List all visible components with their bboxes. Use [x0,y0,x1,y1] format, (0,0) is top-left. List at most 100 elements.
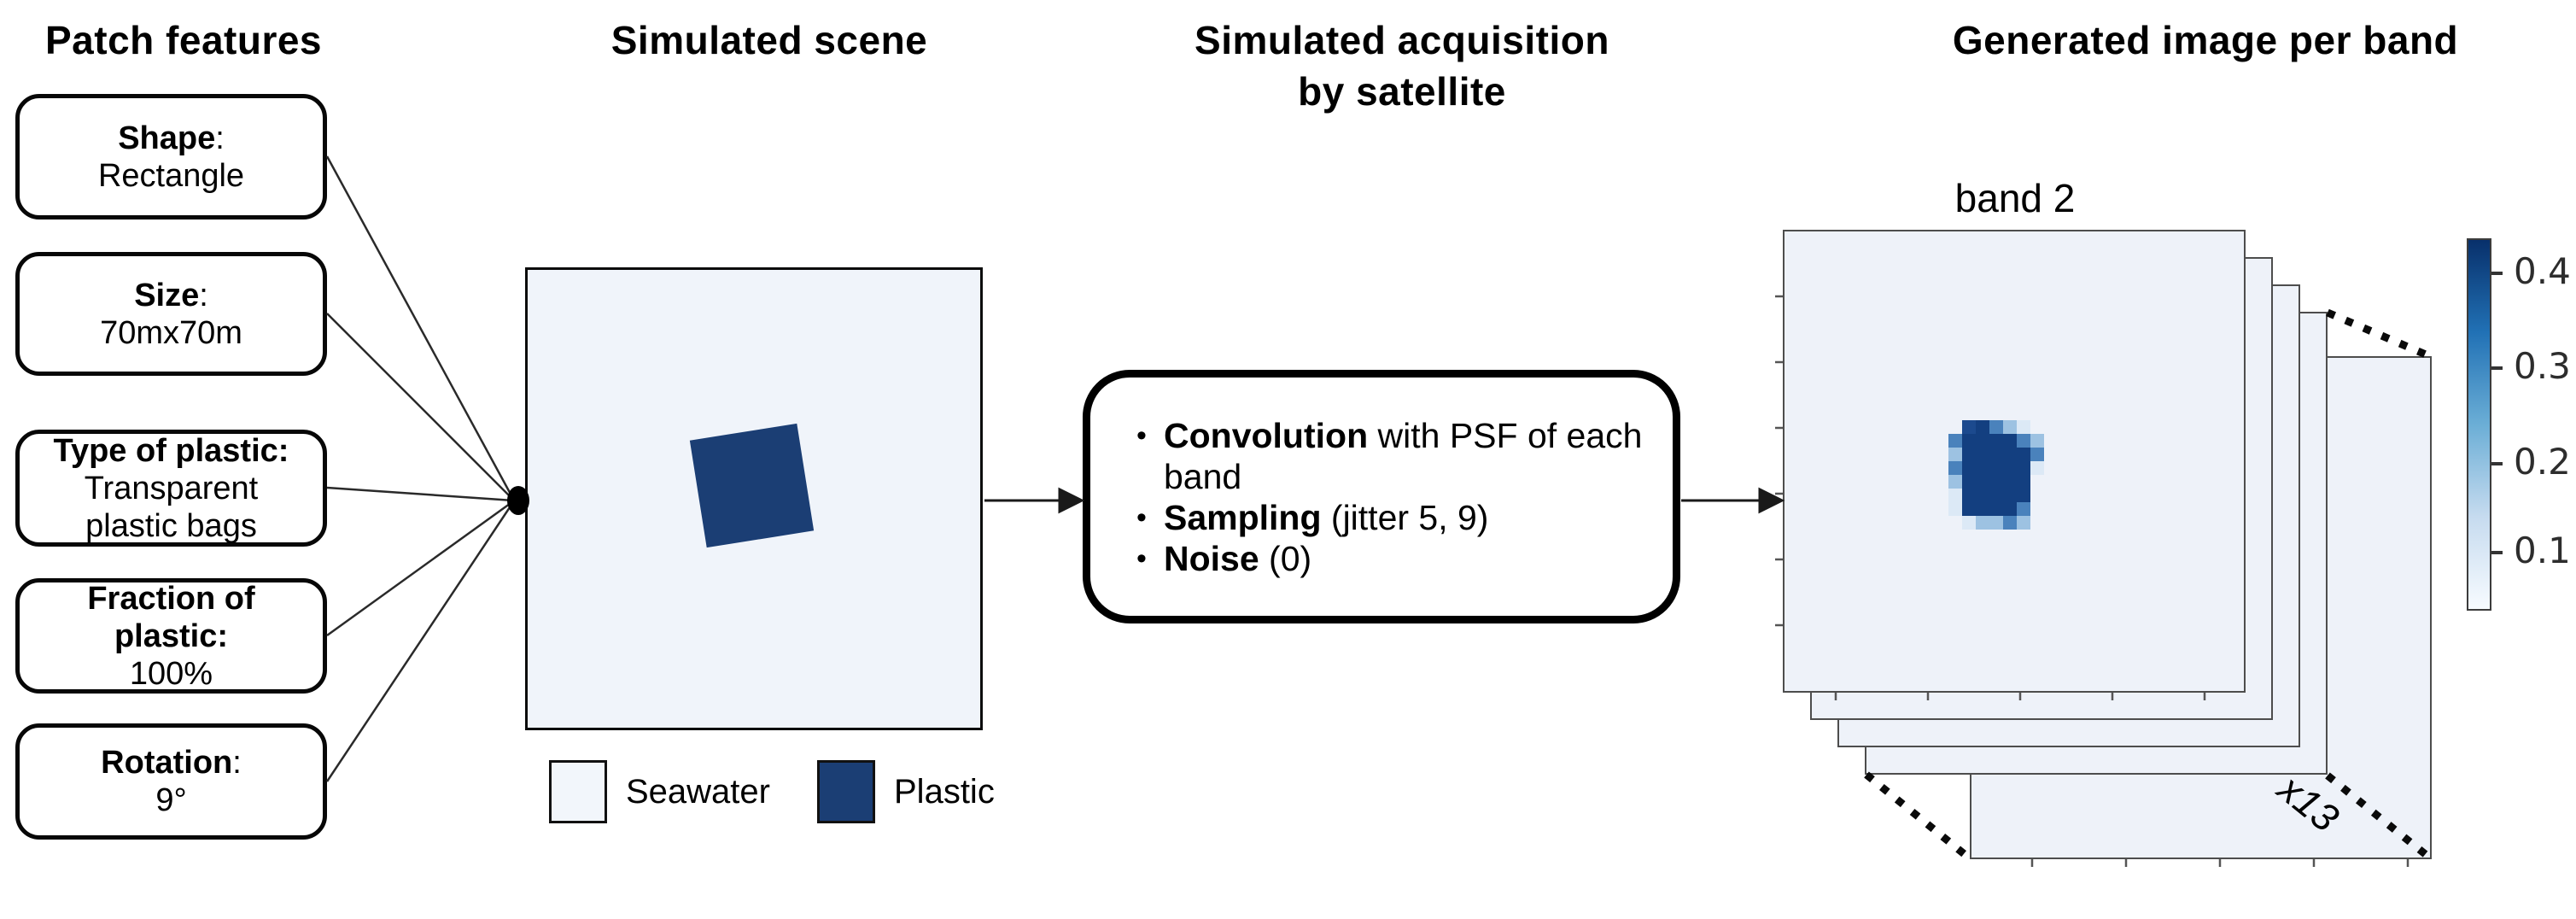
feature-value: 70mx70m [100,314,242,351]
heatmap-cell [1962,502,1976,516]
band2-heatmap-blob [1948,420,2044,530]
colorbar-tick-mark [2491,551,2503,554]
heatmap-cell [2003,448,2017,461]
heatmap-cell [2017,420,2030,434]
heatmap-cell [1976,461,1989,475]
heatmap-cell [1989,420,2003,434]
legend-label: Seawater [626,772,770,811]
heatmap-cell [2030,434,2044,448]
patch-feature-box-4: Fraction of plastic:100% [15,578,327,694]
patch-feature-box-5: Rotation:9° [15,723,327,840]
patch-features-title: Patch features [44,18,323,62]
heatmap-cell [1948,434,1962,448]
heatmap-cell [1962,448,1976,461]
colorbar-tick-mark [2491,272,2503,275]
feature-value: 9° [155,782,187,818]
heatmap-cell [1962,461,1976,475]
heatmap-cell [2030,475,2044,489]
feature-label: Fraction of plastic: [87,580,255,654]
heatmap-cell [1962,516,1976,530]
heatmap-cell [2003,489,2017,502]
heatmap-cell [1948,448,1962,461]
heatmap-cell [2017,434,2030,448]
heatmap-cell [1989,516,2003,530]
heatmap-cell [1962,420,1976,434]
heatmap-cell [2030,516,2044,530]
feature-value: Transparent plastic bags [84,470,259,544]
heatmap-cell [1948,420,1962,434]
colorbar-tick-mark [2491,462,2503,465]
heatmap-cell [1989,502,2003,516]
heatmap-cell [2003,502,2017,516]
legend-item-plastic: Plastic [817,760,995,823]
heatmap-cell [1962,489,1976,502]
patch-feature-box-2: Size:70mx70m [15,252,327,376]
bullet-dot-icon: • [1136,500,1147,534]
heatmap-cell [1976,502,1989,516]
heatmap-cell [1976,489,1989,502]
heatmap-cell [2003,461,2017,475]
patch-feature-box-1: Shape:Rectangle [15,94,327,220]
feature-value: Rectangle [97,157,245,194]
colorbar [2467,238,2491,611]
heatmap-cell [1948,475,1962,489]
legend-label: Plastic [894,772,995,811]
acquisition-title-line2: by satellite [1298,69,1506,114]
acquisition-step-text: Convolution with PSF of each band [1164,415,1643,496]
heatmap-cell [1948,516,1962,530]
legend-swatch-seawater [549,760,607,823]
acquisition-steps-box: • Convolution with PSF of each band • Sampl… [1083,370,1680,623]
heatmap-cell [1976,448,1989,461]
bullet-dot-icon: • [1136,419,1147,452]
acquisition-step-text: Noise (0) [1164,538,1312,578]
legend-item-seawater: Seawater [549,760,770,823]
bullet-dot-icon: • [1136,541,1147,575]
heatmap-cell [2017,516,2030,530]
heatmap-cell [2030,448,2044,461]
heatmap-cell [2003,475,2017,489]
colorbar-tick-mark [2491,366,2503,370]
heatmap-cell [2017,489,2030,502]
heatmap-cell [2017,502,2030,516]
simulated-scene-title: Simulated scene [610,18,928,62]
heatmap-cell [2017,461,2030,475]
heatmap-cell [2030,502,2044,516]
acquisition-title-line1: Simulated acquisition [1195,18,1609,62]
generated-title: Generated image per band [1952,18,2459,62]
feature-label: Type of plastic: [53,432,289,469]
heatmap-cell [1948,461,1962,475]
heatmap-cell [1948,489,1962,502]
heatmap-cell [1976,516,1989,530]
acquisition-step-3: • Noise (0) [1119,538,1656,579]
flow-arrow-acquisition-to-generated [1681,487,1785,514]
acquisition-step-1: • Convolution with PSF of each band [1119,415,1656,497]
colorbar-tick-label: 0.4 [2514,250,2571,292]
heatmap-cell [2003,516,2017,530]
colorbar-tick-label: 0.3 [2514,345,2571,387]
heatmap-cell [1989,475,2003,489]
heatmap-cell [1976,475,1989,489]
heatmap-cell [2003,434,2017,448]
band-panel-front [1783,230,2246,693]
heatmap-cell [1962,475,1976,489]
heatmap-cell [1989,461,2003,475]
heatmap-cell [2030,461,2044,475]
band-label: band 2 [1954,176,2076,220]
acquisition-step-2: • Sampling (jitter 5, 9) [1119,497,1656,538]
legend-swatch-plastic [817,760,875,823]
simulated-scene-image [525,267,983,730]
feature-label: Size: [134,277,208,313]
heatmap-cell [1989,434,2003,448]
acquisition-step-text: Sampling (jitter 5, 9) [1164,497,1489,537]
feature-connector-lines [325,155,515,782]
heatmap-cell [2017,475,2030,489]
heatmap-cell [1989,489,2003,502]
heatmap-cell [1989,448,2003,461]
heatmap-cell [2003,420,2017,434]
heatmap-cell [2030,420,2044,434]
heatmap-cell [2017,448,2030,461]
heatmap-cell [1948,502,1962,516]
patch-feature-box-3: Type of plastic:Transparent plastic bags [15,430,327,547]
flow-arrow-scene-to-acquisition [984,487,1085,514]
